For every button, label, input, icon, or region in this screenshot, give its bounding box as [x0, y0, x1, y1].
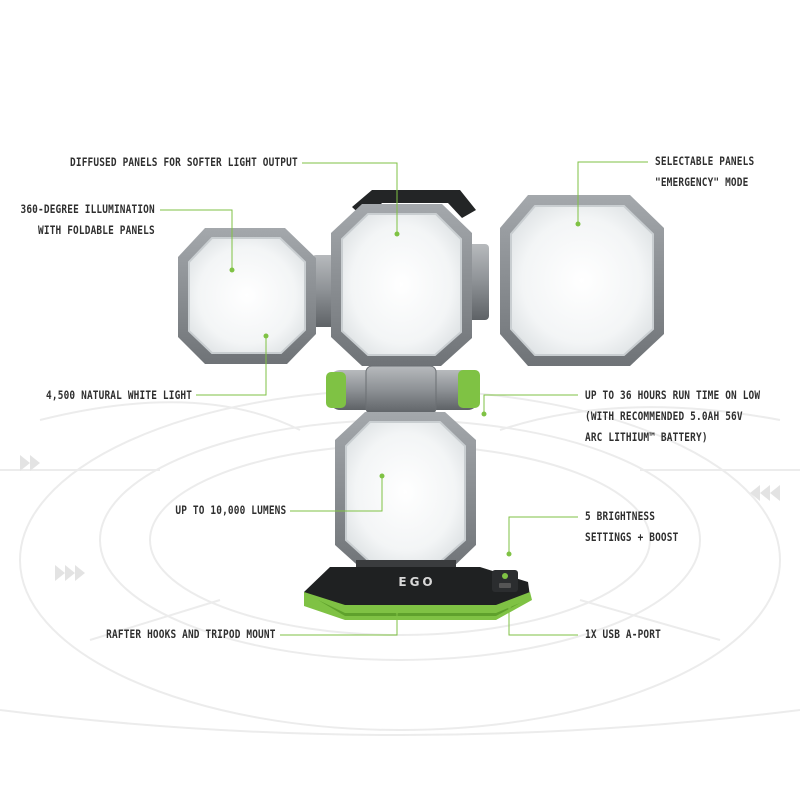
battery-base: EGO [304, 567, 532, 620]
callout-rafter-hooks: RAFTER HOOKS AND TRIPOD MOUNT [106, 627, 276, 641]
callout-360-illumination: 360-DEGREE ILLUMINATION WITH FOLDABLE PA… [20, 202, 155, 237]
leader-lumens [290, 478, 383, 512]
callout-brightness: 5 BRIGHTNESS SETTINGS + BOOST [585, 509, 679, 544]
carry-handle [352, 190, 476, 220]
right-light-panel [500, 195, 664, 366]
callout-lumens: UP TO 10,000 LUMENS [175, 503, 286, 517]
leader-runtime [483, 394, 578, 412]
leader-brightness [508, 516, 578, 552]
right-pivot-knob[interactable] [458, 370, 480, 408]
leader-selectable [577, 161, 648, 222]
leader-diffused [302, 162, 398, 232]
leader-usb [508, 608, 578, 636]
callout-natural-white: 4,500 NATURAL WHITE LIGHT [45, 388, 192, 402]
ego-logo: EGO [398, 575, 435, 589]
control-panel [492, 570, 518, 592]
leader-illumination [160, 209, 233, 268]
lower-light-panel [335, 412, 476, 572]
left-pivot-knob[interactable] [326, 372, 346, 408]
center-light-panel [331, 204, 472, 366]
usb-port-icon [499, 583, 511, 588]
brightness-button-icon[interactable] [502, 573, 508, 579]
callout-usb-port: 1X USB A-PORT [585, 627, 661, 641]
callout-diffused-panels: DIFFUSED PANELS FOR SOFTER LIGHT OUTPUT [70, 155, 298, 169]
callout-selectable-panels: SELECTABLE PANELS "EMERGENCY" MODE [655, 154, 755, 189]
pivot-barrel [326, 365, 480, 415]
left-light-panel [178, 228, 316, 364]
leader-natural-white [196, 338, 267, 396]
callout-runtime: UP TO 36 HOURS RUN TIME ON LOW (WITH REC… [585, 388, 761, 444]
leader-rafter [280, 613, 398, 636]
